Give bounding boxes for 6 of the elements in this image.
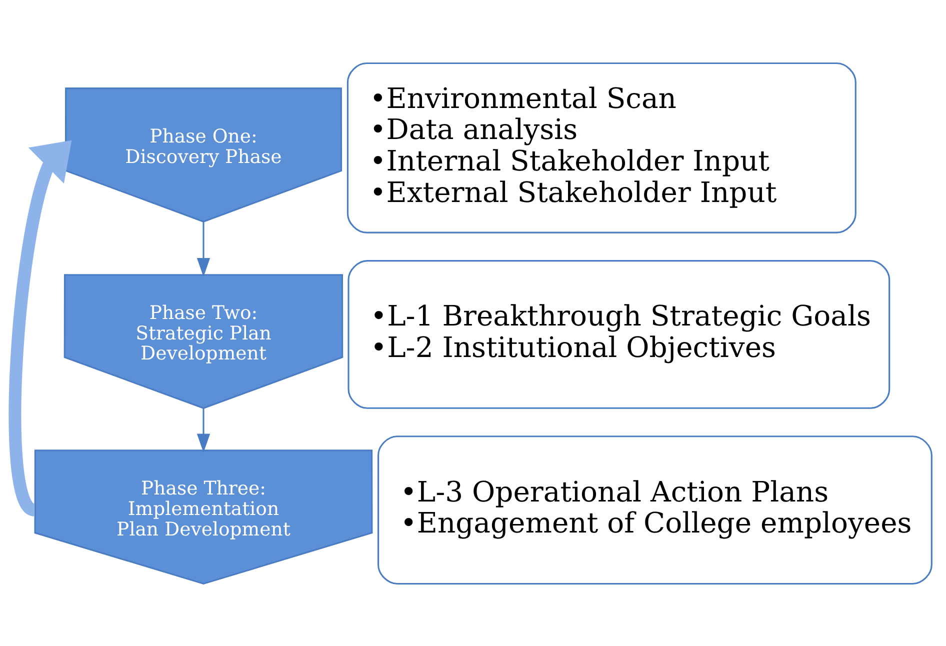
node-box: •L-1 Breakthrough Strategic Goals •L-2 Institutional Objectives <box>348 260 890 408</box>
arrow <box>8 140 72 515</box>
arrow <box>196 408 210 452</box>
node-box: •Environmental Scan •Data analysis •Internal Stakeholder Input •External Stakeholder Input <box>346 62 856 233</box>
arrow <box>196 221 210 276</box>
node-box: •L-3 Operational Action Plans •Engagement of College employees <box>378 435 932 584</box>
